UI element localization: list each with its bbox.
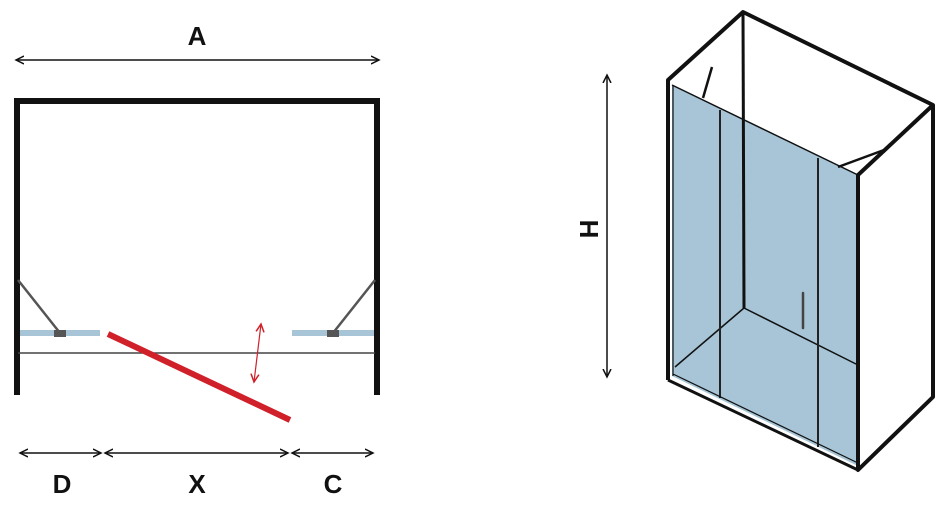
floor-edge-right [743,307,859,366]
right-stabilizer-bar [332,279,376,334]
left-bracket [54,330,66,337]
back-corner-edge [741,11,746,309]
stabilizer-bar-right [837,148,885,169]
left-stabilizer-bar [17,279,61,334]
wall-frame [14,98,380,395]
stabilizer-bar-left [701,66,714,99]
front-base-edge [667,378,859,472]
plan-view: A D X C [14,21,380,499]
enclosure-outline [666,10,935,472]
dimension-d-label: D [53,469,72,499]
floor-edge-left [674,307,745,368]
dimension-c-label: C [324,469,343,499]
glass-top-edge [671,84,859,176]
dimension-x-label: X [188,469,206,499]
base-profile [672,373,859,464]
iso-view: H [574,10,935,472]
dimension-h-label: H [574,220,604,239]
door-swing-arrow [254,324,261,382]
dimension-a-label: A [188,21,207,51]
right-bracket [327,330,339,337]
swing-door [106,331,292,423]
glass-panel [672,85,858,466]
